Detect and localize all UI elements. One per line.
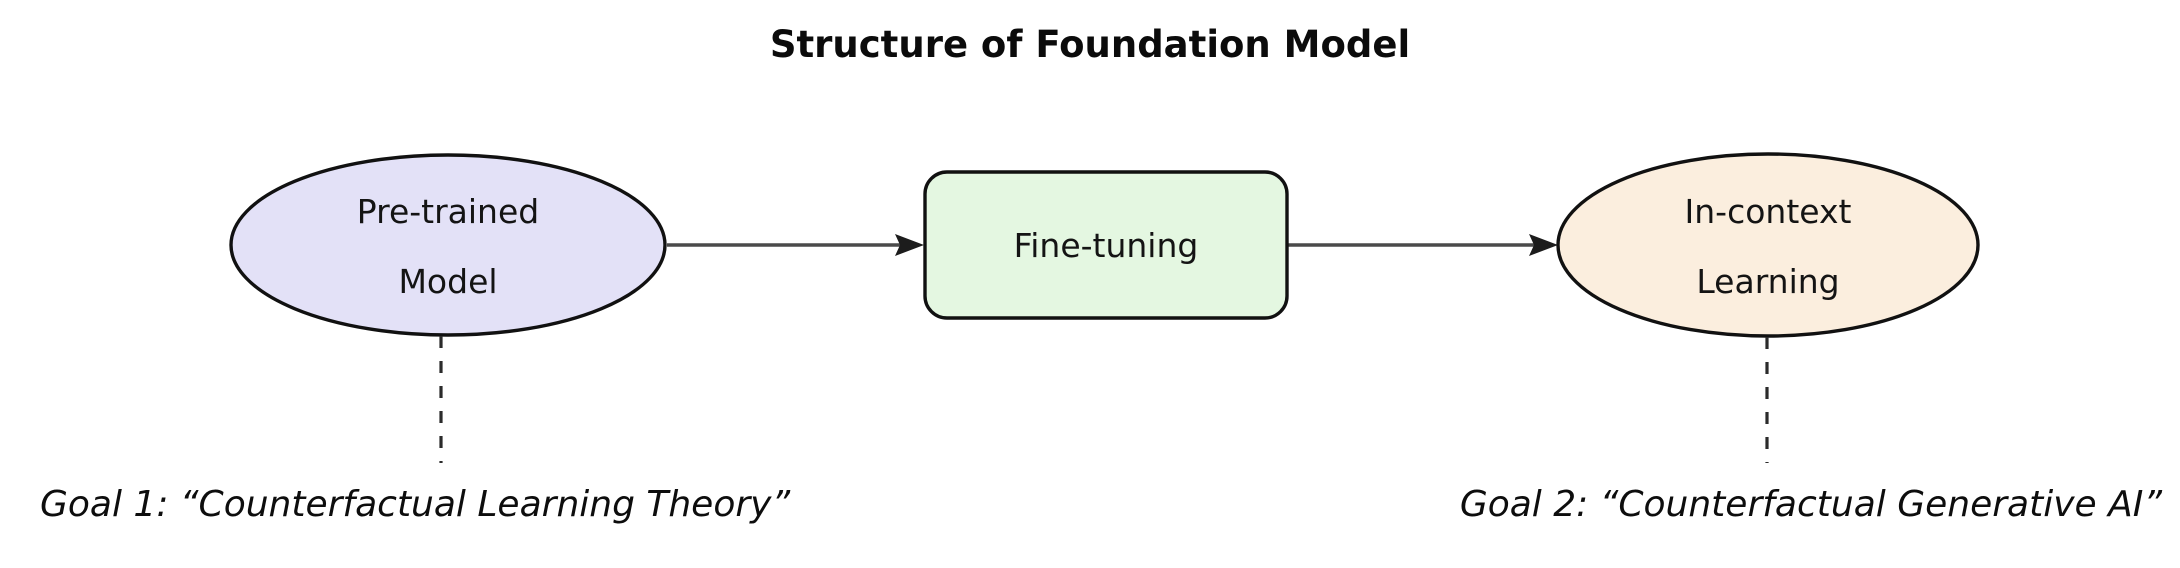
goal-2-annotation: Goal 2: “Counterfactual Generative AI” — [1460, 484, 2163, 525]
pre-trained-model-label-line2: Model — [398, 262, 497, 301]
arrow-pretrained-to-finetuning — [667, 234, 924, 256]
node-fine-tuning[interactable]: Fine-tuning — [923, 170, 1289, 320]
arrow-head-icon — [1529, 234, 1558, 256]
in-context-learning-ellipse[interactable] — [1556, 152, 1980, 338]
fine-tuning-box[interactable] — [923, 170, 1289, 320]
figure-title: Structure of Foundation Model — [770, 23, 1410, 66]
in-context-learning-label-line2: Learning — [1696, 262, 1839, 301]
pre-trained-model-ellipse[interactable] — [229, 153, 667, 337]
arrow-finetuning-to-incontext — [1287, 234, 1558, 256]
in-context-learning-label-line1: In-context — [1685, 192, 1852, 231]
fine-tuning-label: Fine-tuning — [1014, 226, 1199, 265]
pre-trained-model-label-line1: Pre-trained — [357, 192, 539, 231]
arrow-head-icon — [895, 234, 924, 256]
node-pre-trained-model[interactable]: Pre-trained Model — [229, 153, 667, 337]
node-in-context-learning[interactable]: In-context Learning — [1556, 152, 1980, 338]
goal-1-annotation: Goal 1: “Counterfactual Learning Theory” — [40, 484, 790, 525]
